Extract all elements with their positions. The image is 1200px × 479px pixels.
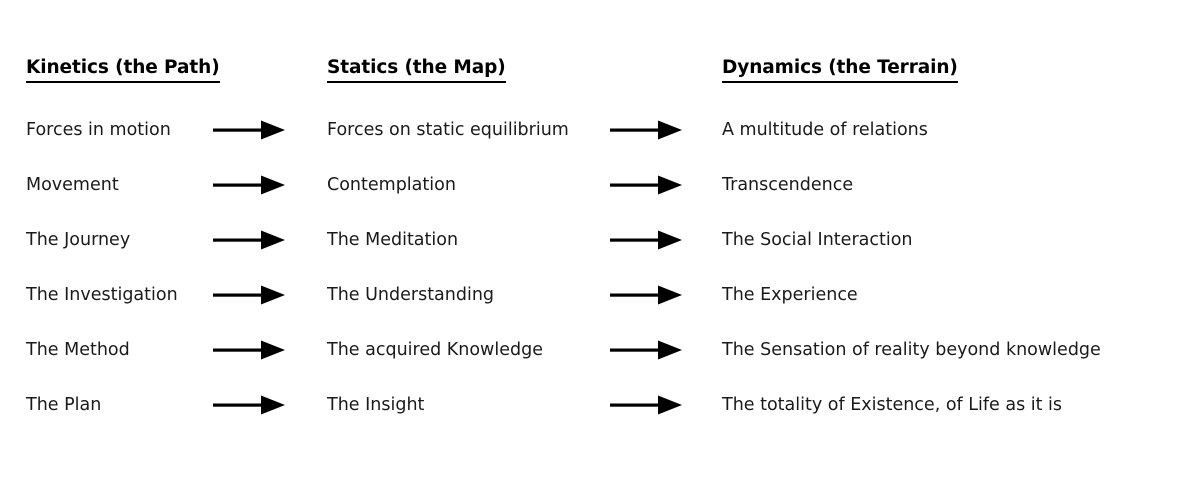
diagram-row: The Method The acquired Knowledge The Se… <box>0 331 1200 369</box>
cell-dynamics: The Experience <box>722 285 858 305</box>
cell-dynamics: A multitude of relations <box>722 120 928 140</box>
cell-statics: The Understanding <box>327 285 495 305</box>
cell-dynamics: The totality of Existence, of Life as it… <box>722 395 1063 415</box>
column-header-statics: Statics (the Map) <box>327 58 506 83</box>
right-arrow-icon <box>610 221 684 259</box>
cell-statics: The Meditation <box>327 230 459 250</box>
cell-statics: The Insight <box>327 395 425 415</box>
cell-statics: Forces on static equilibrium <box>327 120 569 140</box>
cell-statics: The acquired Knowledge <box>327 340 543 360</box>
diagram-row: The Plan The Insight The totality of Exi… <box>0 386 1200 424</box>
cell-dynamics: The Sensation of reality beyond knowledg… <box>722 340 1101 360</box>
right-arrow-icon <box>213 111 287 149</box>
cell-statics: Contemplation <box>327 175 456 195</box>
diagram-row: The Investigation The Understanding The … <box>0 276 1200 314</box>
cell-dynamics: Transcendence <box>722 175 854 195</box>
column-headers: Kinetics (the Path) Statics (the Map) Dy… <box>0 58 1200 88</box>
right-arrow-icon <box>610 166 684 204</box>
diagram-row: Movement Contemplation Transcendence <box>0 166 1200 204</box>
column-header-dynamics: Dynamics (the Terrain) <box>722 58 958 83</box>
right-arrow-icon <box>213 331 287 369</box>
right-arrow-icon <box>610 276 684 314</box>
right-arrow-icon <box>610 111 684 149</box>
diagram-row: The Journey The Meditation The Social In… <box>0 221 1200 259</box>
column-header-kinetics: Kinetics (the Path) <box>26 58 220 83</box>
right-arrow-icon <box>213 386 287 424</box>
cell-dynamics: The Social Interaction <box>722 230 913 250</box>
right-arrow-icon <box>610 386 684 424</box>
right-arrow-icon <box>213 166 287 204</box>
cell-kinetics: Forces in motion <box>26 120 171 140</box>
cell-kinetics: The Journey <box>26 230 131 250</box>
right-arrow-icon <box>213 276 287 314</box>
diagram-row: Forces in motion Forces on static equili… <box>0 111 1200 149</box>
cell-kinetics: Movement <box>26 175 119 195</box>
cell-kinetics: The Method <box>26 340 130 360</box>
right-arrow-icon <box>213 221 287 259</box>
cell-kinetics: The Plan <box>26 395 102 415</box>
cell-kinetics: The Investigation <box>26 285 178 305</box>
right-arrow-icon <box>610 331 684 369</box>
